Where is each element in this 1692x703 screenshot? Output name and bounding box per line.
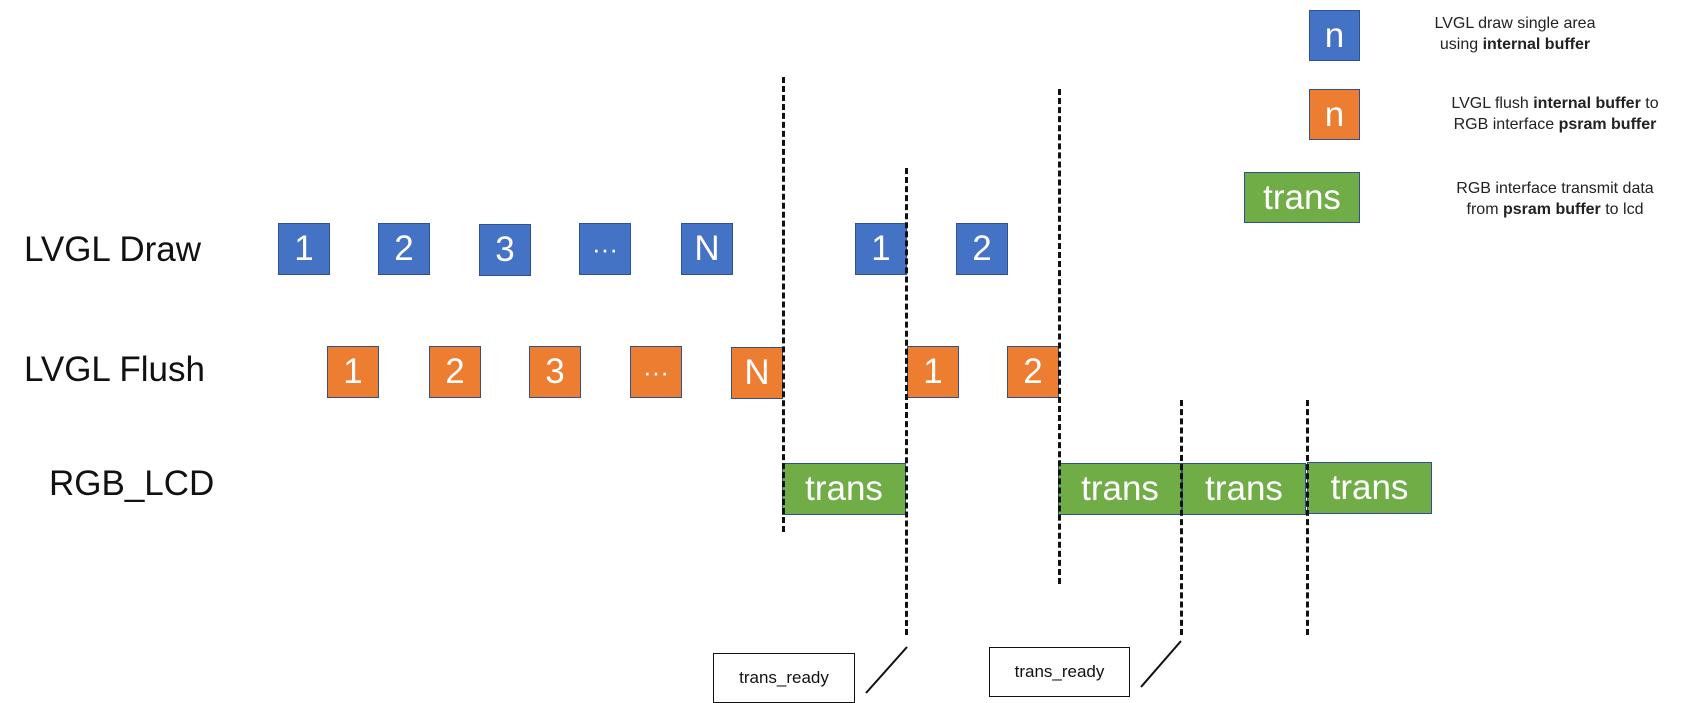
trans-ready-callout: trans_ready xyxy=(989,647,1130,697)
row-label-lvgl-flush: LVGL Flush xyxy=(24,350,205,389)
flush-block: 3 xyxy=(529,346,581,398)
legend-swatch-draw: n xyxy=(1309,10,1360,61)
trans-block: trans xyxy=(782,463,906,515)
draw-block: 3 xyxy=(479,224,531,276)
flush-block: 1 xyxy=(907,346,959,398)
row-label-rgb-lcd: RGB_LCD xyxy=(49,464,215,503)
draw-block: 2 xyxy=(956,223,1008,275)
timing-dashed-line xyxy=(1058,89,1061,584)
legend-swatch-trans: trans xyxy=(1244,172,1360,223)
trans-block: trans xyxy=(1307,462,1432,514)
legend-text-flush: LVGL flush internal buffer to RGB interf… xyxy=(1451,95,1659,133)
legend-swatch-flush: n xyxy=(1309,89,1360,140)
trans-block: trans xyxy=(1182,463,1306,515)
draw-block: 2 xyxy=(378,223,430,275)
draw-block: N xyxy=(681,223,733,275)
draw-block: 1 xyxy=(855,223,907,275)
flush-block: 1 xyxy=(327,346,379,398)
legend-text-draw: LVGL draw single area using internal buf… xyxy=(1434,15,1596,53)
timing-dashed-line xyxy=(782,77,785,532)
trans-block: trans xyxy=(1058,463,1182,515)
timing-dashed-line xyxy=(1180,400,1183,635)
flush-block: 2 xyxy=(429,346,481,398)
trans-ready-callout: trans_ready xyxy=(713,653,855,703)
callout-leader-line xyxy=(1140,640,1182,688)
draw-block: ··· xyxy=(579,223,631,275)
row-label-lvgl-draw: LVGL Draw xyxy=(24,230,201,269)
flush-block: ··· xyxy=(630,346,682,398)
legend-text-trans: RGB interface transmit data from psram b… xyxy=(1456,180,1654,218)
flush-block: N xyxy=(731,347,783,399)
flush-block: 2 xyxy=(1007,346,1059,398)
draw-block: 1 xyxy=(278,223,330,275)
timing-dashed-line xyxy=(1306,400,1309,635)
callout-leader-line xyxy=(865,646,908,694)
timing-dashed-line xyxy=(905,168,908,635)
